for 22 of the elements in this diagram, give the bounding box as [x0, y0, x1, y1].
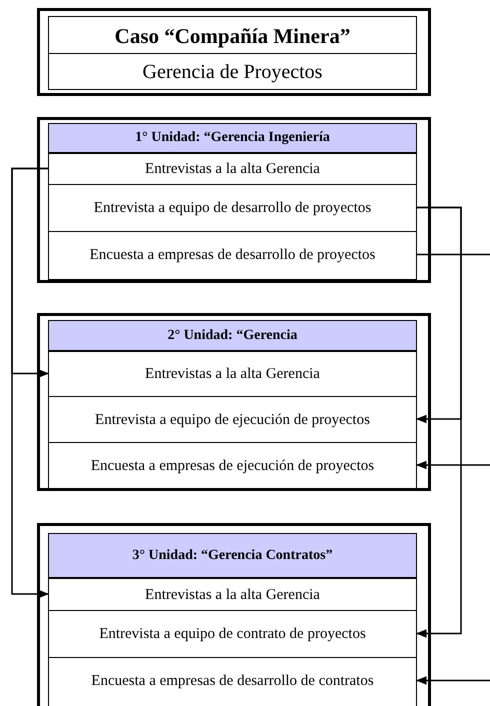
- unit-heading: 2° Unidad: “Gerencia: [168, 328, 298, 344]
- task-text: Entrevistas a la alta Gerencia: [145, 161, 320, 177]
- task-text: Entrevistas a la alta Gerencia: [145, 586, 320, 602]
- subtitle: Gerencia de Proyectos: [142, 64, 322, 80]
- task-text: Encuesta a empresas de desarrollo de contratos: [91, 673, 374, 689]
- connector-line: [416, 254, 490, 256]
- title-box: [37, 8, 431, 96]
- arrow: [416, 676, 490, 685]
- task-text: Entrevista a equipo de contrato de proyectos: [99, 626, 366, 642]
- unit-box: [37, 117, 431, 283]
- task-text: Encuesta a empresas de desarrollo de proyectos: [90, 247, 376, 263]
- arrow: [416, 460, 490, 470]
- unit-box: [37, 523, 431, 706]
- task-text: Entrevista a equipo de ejecución de proyectos: [95, 412, 370, 428]
- task-text: Entrevistas a la alta Gerencia: [145, 366, 320, 382]
- unit-heading: 1° Unidad: “Gerencia Ingeniería: [135, 130, 330, 146]
- task-text: Encuesta a empresas de ejecución de proyectos: [90, 458, 374, 474]
- unit-heading: 3° Unidad: “Gerencia Contratos”: [132, 548, 333, 564]
- task-text: Entrevista a equipo de desarrollo de proyectos: [94, 200, 372, 216]
- arrow: [416, 206, 462, 638]
- arrow: [11, 168, 49, 598]
- unit-box: [37, 313, 431, 491]
